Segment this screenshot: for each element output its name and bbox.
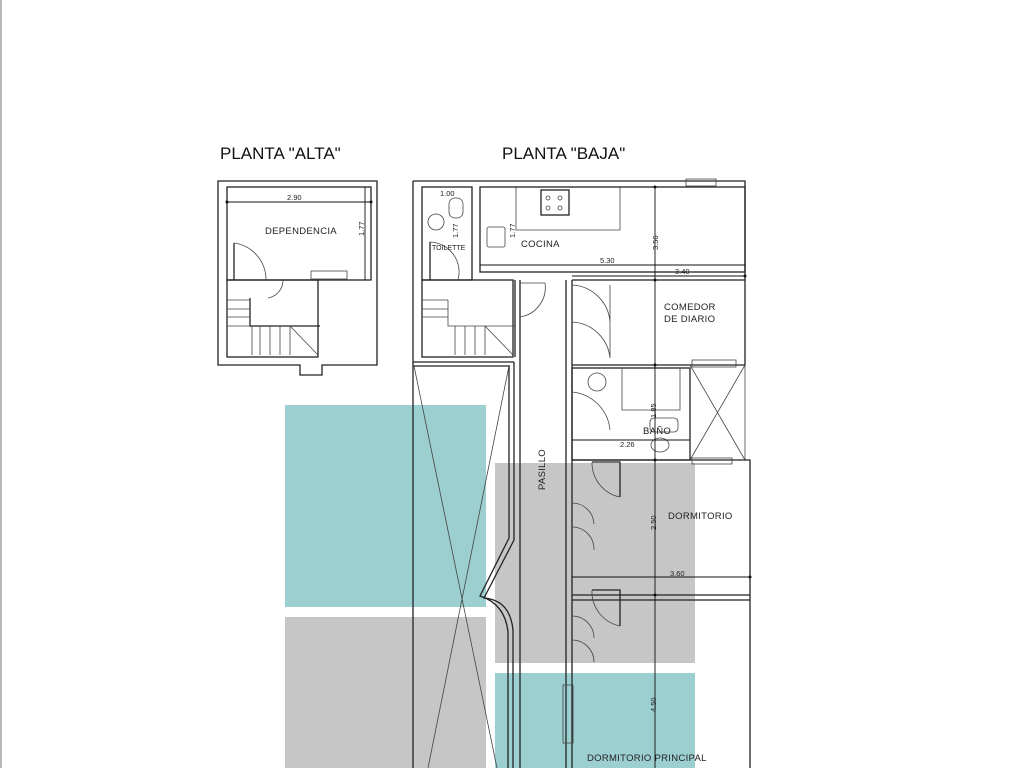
planta-baja [412, 178, 752, 768]
room-comedor-line2: DE DIARIO [664, 314, 715, 325]
dim-bano-depth: 1.85 [649, 403, 658, 418]
dim-cocina-width: 5.30 [600, 256, 615, 265]
room-dormitorio: DORMITORIO [668, 511, 733, 522]
dim-toilette-depth: 1.77 [451, 223, 460, 238]
room-toilette: TOILETTE [432, 245, 466, 252]
dim-comedor-depth: 3.56 [651, 235, 660, 250]
dim-dorm-depth: 2.50 [649, 515, 658, 530]
zone-gray-right [495, 463, 695, 663]
zone-teal-left [285, 405, 486, 607]
dim-principal-depth: 4.50 [649, 697, 658, 712]
room-comedor-line1: COMEDOR [664, 302, 716, 313]
dim-dorm-width: 3.60 [670, 569, 685, 578]
planta-alta [217, 180, 378, 376]
zone-gray-left [285, 617, 486, 768]
dim-bano-width: 2.26 [620, 440, 635, 449]
room-bano: BAÑO [643, 426, 671, 437]
dim-toilette-width: 1.00 [440, 189, 455, 198]
room-dependencia: DEPENDENCIA [265, 226, 337, 237]
room-dormitorio-principal: DORMITORIO PRINCIPAL [587, 753, 707, 764]
zone-teal-right [495, 673, 695, 768]
page-edge [0, 0, 2, 768]
dim-cocina-depth: 1.77 [508, 223, 517, 238]
title-planta-baja: PLANTA "BAJA" [502, 144, 625, 163]
title-planta-alta: PLANTA "ALTA" [220, 144, 341, 163]
room-cocina: COCINA [521, 239, 560, 250]
dim-dep-width: 2.90 [287, 193, 302, 202]
dim-dep-depth: 1.77 [357, 221, 366, 236]
dim-comedor-width: 3.40 [675, 267, 690, 276]
room-pasillo: PASILLO [537, 449, 548, 490]
